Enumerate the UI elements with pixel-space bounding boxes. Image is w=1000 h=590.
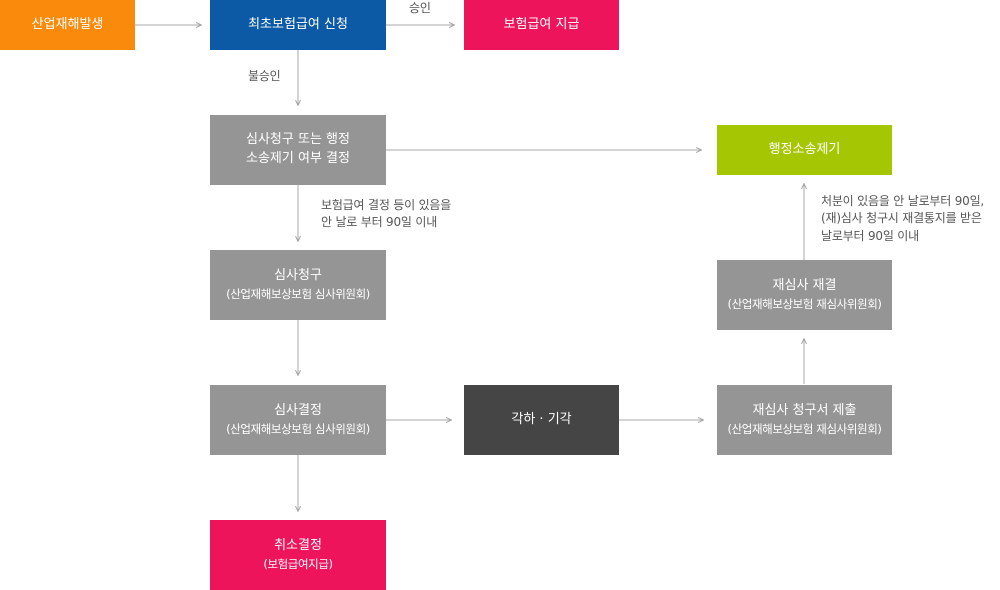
node-cancel-decision-line1: 취소결정 [274,538,322,554]
node-review-request-line2: (산업재해보상보험 심사위원회) [226,287,370,302]
node-rereview-submit-line2: (산업재해보상보험 재심사위원회) [727,422,882,437]
node-benefit-payment: 보험급여 지급 [464,0,619,50]
node-decide-path-line1: 심사청구 또는 행정 [246,132,350,148]
node-admin-litigation: 행정소송제기 [717,125,892,175]
note-litigation-deadline: 처분이 있음을 안 날로부터 90일, (재)심사 청구시 재결통지를 받은 날… [821,193,1000,245]
node-first-claim-label: 최초보험급여 신청 [248,16,348,32]
node-decide-path-line2: 소송제기 여부 결정 [246,151,350,166]
node-rereview-submit-line1: 재심사 청구서 제출 [752,403,857,419]
node-cancel-decision: 취소결정 (보험급여지급) [210,520,386,590]
node-review-decision-line2: (산업재해보상보험 심사위원회) [226,422,370,437]
label-approved-text: 승인 [409,1,431,15]
note-review-deadline-line1: 보험급여 결정 등이 있음을 [321,198,452,212]
note-review-deadline-line2: 안 날로 부터 90일 이내 [321,215,438,230]
node-dismissal-label: 각하 · 기각 [511,411,572,427]
note-litigation-deadline-line1: 처분이 있음을 안 날로부터 90일, [821,194,985,208]
node-cancel-decision-line2: (보험급여지급) [263,557,333,572]
node-rereview-ruling-line2: (산업재해보상보험 재심사위원회) [727,297,882,312]
label-not-approved: 불승인 [248,68,281,85]
node-review-request: 심사청구 (산업재해보상보험 심사위원회) [210,250,386,320]
label-approved: 승인 [409,0,431,17]
node-admin-litigation-label: 행정소송제기 [768,141,841,157]
label-not-approved-text: 불승인 [248,69,281,83]
note-litigation-deadline-line2: (재)심사 청구시 재결통지를 받은 [821,211,982,226]
node-review-request-line1: 심사청구 [274,268,322,284]
note-review-deadline: 보험급여 결정 등이 있음을 안 날로 부터 90일 이내 [321,197,451,232]
node-rereview-submit: 재심사 청구서 제출 (산업재해보상보험 재심사위원회) [717,385,892,455]
node-rereview-ruling-line1: 재심사 재결 [772,278,837,294]
node-review-decision-line1: 심사결정 [274,403,322,419]
node-benefit-payment-label: 보험급여 지급 [503,16,580,32]
node-decide-path: 심사청구 또는 행정 소송제기 여부 결정 [210,115,386,185]
node-review-decision: 심사결정 (산업재해보상보험 심사위원회) [210,385,386,455]
note-litigation-deadline-line3: 날로부터 90일 이내 [821,228,919,243]
node-accident-label: 산업재해발생 [31,16,104,32]
node-dismissal: 각하 · 기각 [464,385,619,455]
node-first-claim: 최초보험급여 신청 [210,0,386,50]
node-accident: 산업재해발생 [0,0,135,50]
node-rereview-ruling: 재심사 재결 (산업재해보상보험 재심사위원회) [717,260,892,330]
